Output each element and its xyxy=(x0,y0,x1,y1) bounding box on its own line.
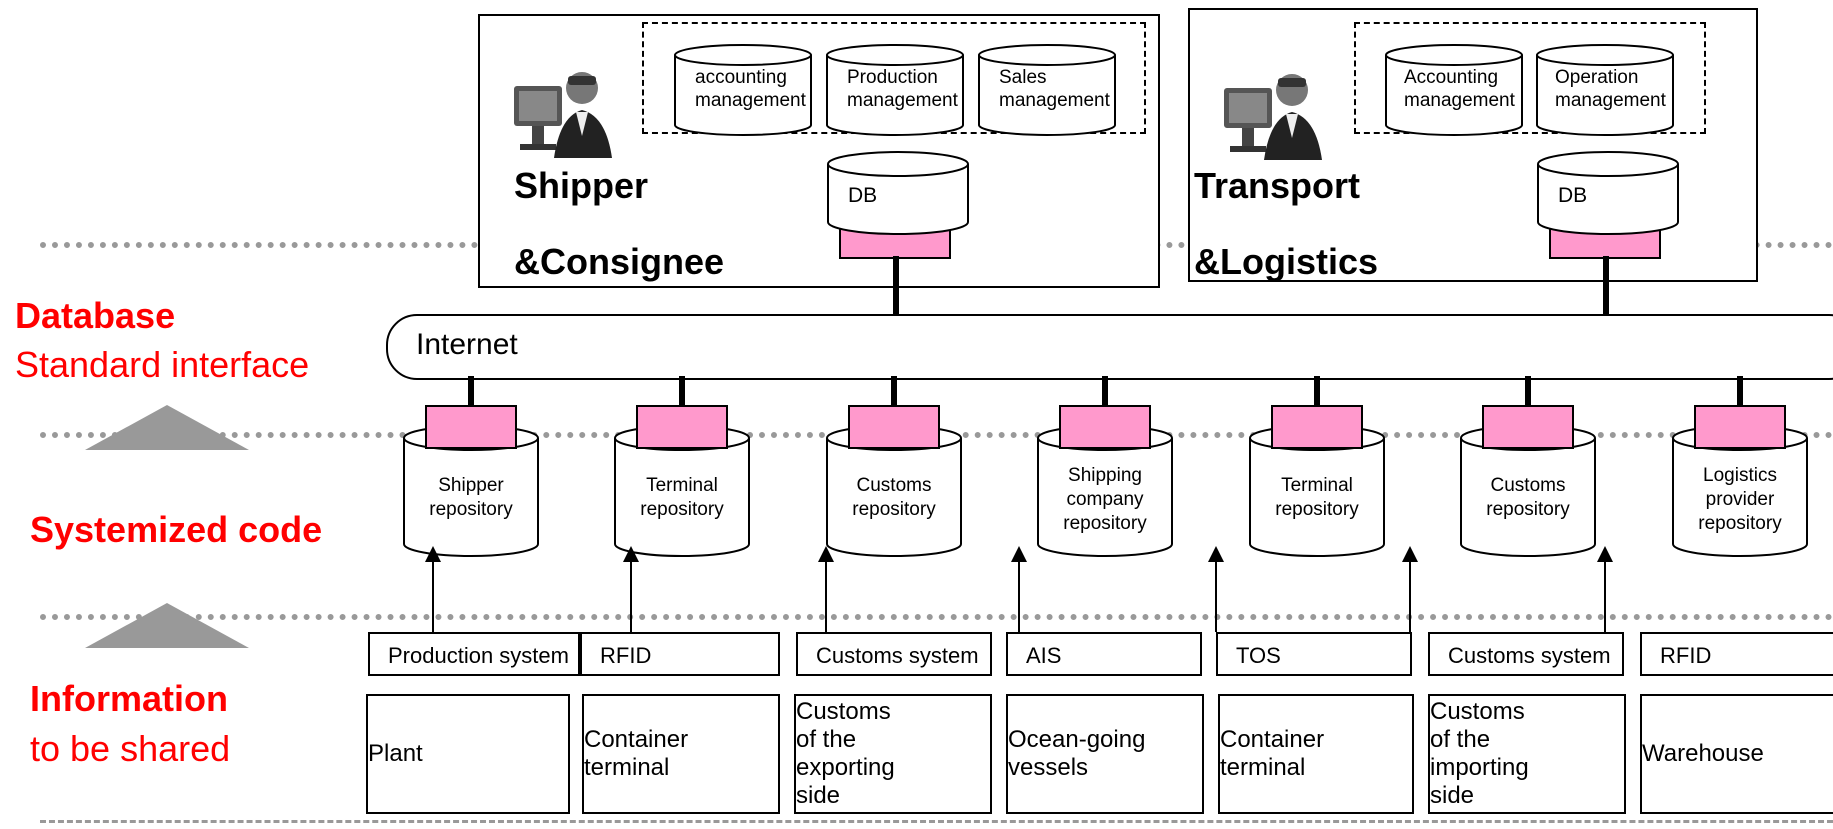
repository-connector xyxy=(891,376,897,408)
transport-db-label: DB xyxy=(1558,184,1588,207)
guide-line-bottom xyxy=(40,820,1833,823)
repository-connector xyxy=(1737,376,1743,408)
place-box-ocean-vessels: Ocean-going vessels xyxy=(1006,694,1204,814)
computer-user-icon xyxy=(510,66,615,161)
transport-apps-group xyxy=(1354,22,1706,134)
system-box-rfid-2: RFID xyxy=(1640,632,1833,676)
transport-title: Transport xyxy=(1194,165,1361,206)
production-management-drum xyxy=(826,44,964,136)
upload-arrow-line xyxy=(1018,560,1020,632)
upload-arrow-line xyxy=(1409,560,1411,632)
upload-arrowhead xyxy=(1402,546,1418,562)
up-triangle-upper xyxy=(85,405,249,450)
shipper-db-connector xyxy=(893,256,899,318)
upload-arrow-line xyxy=(825,560,827,632)
repository-label: Customs repository xyxy=(852,475,936,520)
up-triangle-lower xyxy=(85,603,249,648)
repository-label: Terminal repository xyxy=(1275,475,1359,520)
upload-arrowhead xyxy=(1597,546,1613,562)
upload-arrow-line xyxy=(1215,560,1217,632)
upload-arrow-line xyxy=(630,560,632,632)
system-box-ais: AIS xyxy=(1006,632,1202,676)
accounting-management-drum xyxy=(674,44,812,136)
repository-label: Shipping company repository xyxy=(1063,465,1147,534)
repository-connector xyxy=(679,376,685,408)
repository-connector xyxy=(1525,376,1531,408)
terminal-2-repository: Terminal repository xyxy=(1248,402,1386,582)
standard-interface-label: Standard interface xyxy=(15,344,310,385)
shipper-repository: Shipper repository xyxy=(402,402,540,582)
database-label: Database xyxy=(15,295,176,336)
system-box-rfid: RFID xyxy=(580,632,780,676)
guide-line-lower xyxy=(40,614,1833,620)
systemized-code-label: Systemized code xyxy=(30,509,323,550)
shipper-title: Shipper xyxy=(514,165,649,206)
place-box-customs-import: Customs of the importing side xyxy=(1428,694,1626,814)
accounting-management-drum-2 xyxy=(1385,44,1523,136)
place-box-customs-export: Customs of the exporting side xyxy=(794,694,992,814)
transport-db-drum xyxy=(1537,151,1679,259)
shipper-db-label: DB xyxy=(848,184,878,207)
repository-label: Shipper repository xyxy=(429,475,513,520)
terminal-repository: Terminal repository xyxy=(613,402,751,582)
to-be-shared-label: to be shared xyxy=(30,728,231,769)
transport-db-connector xyxy=(1603,256,1609,318)
repository-label: Logistics provider repository xyxy=(1698,465,1782,534)
upload-arrow-line xyxy=(432,560,434,632)
shipper-db-drum xyxy=(827,151,969,259)
repository-connector xyxy=(1102,376,1108,408)
repository-label: Customs repository xyxy=(1486,475,1570,520)
shipping-company-repository: Shipping company repository xyxy=(1036,402,1174,582)
repository-connector xyxy=(1314,376,1320,408)
upload-arrowhead xyxy=(1208,546,1224,562)
place-box-container-terminal-2: Container terminal xyxy=(1218,694,1414,814)
logistics-title: &Logistics xyxy=(1194,241,1379,282)
system-box-customs-import: Customs system xyxy=(1428,632,1624,676)
logistics-provider-repository: Logistics provider repository xyxy=(1671,402,1809,582)
repository-label: Terminal repository xyxy=(640,475,724,520)
system-box-production: Production system xyxy=(368,632,580,676)
consignee-title: &Consignee xyxy=(514,241,725,282)
place-box-warehouse: Warehouse xyxy=(1640,694,1833,814)
upload-arrowhead xyxy=(1011,546,1027,562)
information-label: Information xyxy=(30,678,228,719)
sales-management-drum xyxy=(978,44,1116,136)
internet-label: Internet xyxy=(416,328,518,361)
computer-user-icon xyxy=(1220,68,1325,163)
customs-repository: Customs repository xyxy=(825,402,963,582)
system-box-tos: TOS xyxy=(1216,632,1412,676)
upload-arrow-line xyxy=(1604,560,1606,632)
internet-bar xyxy=(386,314,1833,380)
place-box-plant: Plant xyxy=(366,694,570,814)
operation-management-drum xyxy=(1536,44,1674,136)
repository-connector xyxy=(468,376,474,408)
upload-arrowhead xyxy=(818,546,834,562)
customs-2-repository: Customs repository xyxy=(1459,402,1597,582)
system-box-customs-export: Customs system xyxy=(796,632,992,676)
place-box-container-terminal: Container terminal xyxy=(582,694,780,814)
upload-arrowhead xyxy=(425,546,441,562)
upload-arrowhead xyxy=(623,546,639,562)
